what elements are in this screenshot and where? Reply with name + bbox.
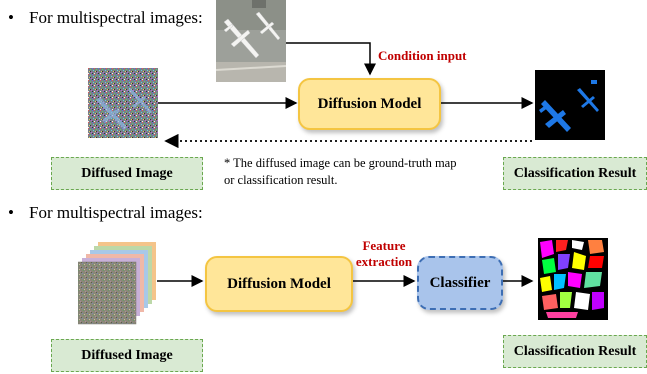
condition-arrow [285, 42, 376, 76]
aerial-airplane-image [216, 0, 286, 82]
classifier-box: Classifier [417, 256, 503, 310]
classification-result-label-box-1: Classification Result [503, 157, 647, 190]
classification-result-label-2: Classification Result [513, 343, 637, 359]
land-cover-map-image [538, 238, 608, 320]
note-line-2: or classification result. [224, 173, 338, 187]
section1-heading: For multispectral images: [29, 8, 203, 27]
feature-extraction-label: Feature extraction [351, 238, 417, 270]
bullet-1: • [8, 8, 14, 27]
condition-input-label: Condition input [378, 48, 467, 63]
diffusion-model-label-2: Diffusion Model [227, 275, 331, 292]
section2-heading: For multispectral images: [29, 203, 203, 222]
diffusion-model-box-1: Diffusion Model [298, 78, 441, 130]
bullet-2: • [8, 203, 14, 222]
diffusion-model-box-2: Diffusion Model [205, 256, 353, 312]
note-text: * The diffused image can be ground-truth… [224, 155, 456, 189]
diffused-image-label-1: Diffused Image [81, 165, 173, 181]
note-line-1: * The diffused image can be ground-truth… [224, 156, 457, 170]
diffused-image-label-box-2: Diffused Image [51, 339, 203, 372]
classifier-label: Classifier [429, 274, 491, 291]
diffusion-model-label-1: Diffusion Model [317, 95, 422, 112]
classification-result-label-1: Classification Result [513, 165, 637, 181]
diffused-image-label-box-1: Diffused Image [51, 157, 203, 190]
hyperspectral-cube-image [78, 242, 156, 325]
feature-extraction-line-2: extraction [355, 254, 413, 269]
airplane-segmentation-image [535, 70, 605, 140]
noisy-airplane-image [88, 68, 158, 138]
feature-extraction-line-1: Feature [362, 238, 406, 253]
diffused-image-label-2: Diffused Image [81, 347, 173, 363]
classification-result-label-box-2: Classification Result [503, 335, 647, 368]
